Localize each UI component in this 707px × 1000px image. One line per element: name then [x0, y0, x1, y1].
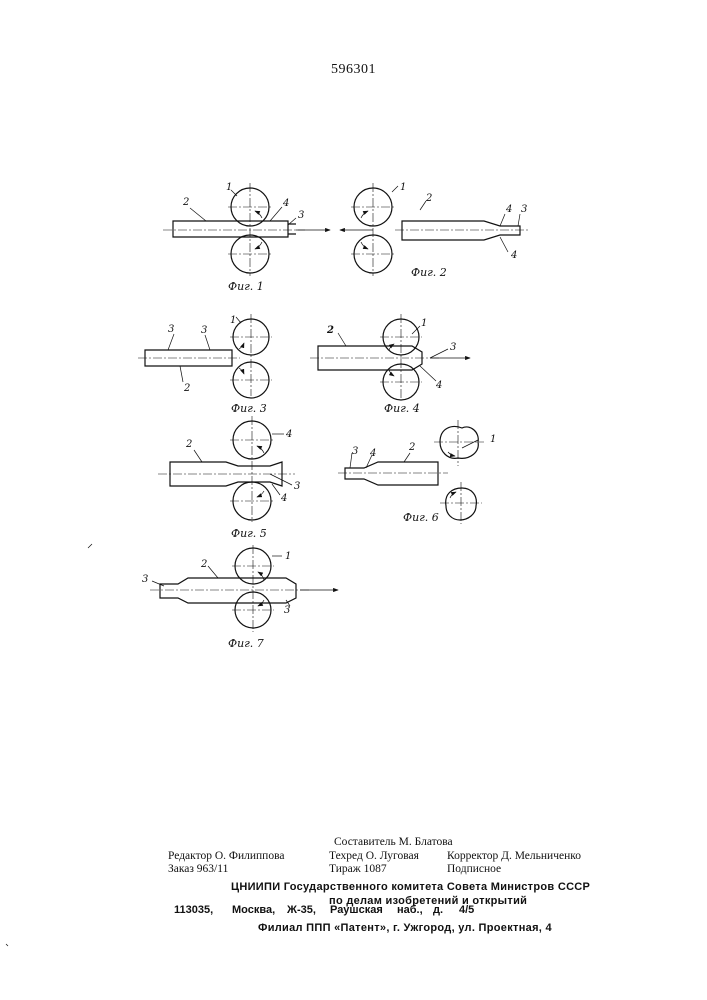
fig3-label-3a: 3 [168, 324, 174, 335]
address-embankment: наб., [397, 904, 423, 916]
corrector-line: Корректор Д. Мельниченко [447, 850, 581, 862]
fig2-label-1: 1 [400, 182, 406, 193]
fig2-caption: Фиг. 2 [411, 266, 447, 279]
organization-line-1: ЦНИИПИ Государственного комитета Совета … [231, 881, 590, 893]
fig1-label-3: 3 [298, 210, 304, 221]
fig5-label-4a: 4 [285, 429, 292, 440]
figure-4: 2 1 3 4 Фиг. 4 [310, 314, 470, 415]
fig1-caption: Фиг. 1 [228, 280, 264, 293]
fig2-label-4b: 4 [510, 250, 517, 261]
fig1-label-2: 2 [182, 197, 189, 208]
fig4-label-4: 4 [435, 380, 442, 391]
stray-mark [88, 544, 92, 548]
order-line: Заказ 963/11 [168, 863, 228, 875]
fig4-caption: Фиг. 4 [384, 402, 420, 415]
fig7-label-2: 2 [200, 559, 207, 570]
figure-5: 2 4 3 4 Фиг. 5 [158, 416, 300, 540]
address-house-prefix: д. [433, 904, 443, 916]
address-city: Москва, [232, 904, 275, 916]
fig7-label-3a: 3 [142, 574, 148, 585]
fig1-label-1: 1 [226, 182, 232, 193]
editor-line: Редактор О. Филиппова [168, 850, 284, 862]
figure-1: 1 2 4 3 Фиг. 1 [163, 182, 330, 293]
fig7-label-3b: 3 [284, 605, 290, 616]
fig7-label-1: 1 [285, 551, 291, 562]
fig6-label-2: 2 [408, 442, 415, 453]
fig6-label-4: 4 [369, 448, 376, 459]
fig4-label-2: 2 [326, 325, 334, 336]
fig3-label-2: 2 [183, 383, 190, 394]
fig3-caption: Фиг. 3 [231, 402, 267, 415]
fig2-label-3: 3 [521, 204, 527, 215]
fig2-label-4a: 4 [505, 204, 512, 215]
fig6-label-1: 1 [490, 434, 496, 445]
address-street: Раушская [330, 904, 383, 916]
stray-mark [6, 944, 8, 946]
figure-7: 3 2 1 3 Фиг. 7 [142, 545, 338, 650]
figure-3: 1 3 3 2 Фиг. 3 [138, 314, 272, 415]
fig3-label-3b: 3 [201, 325, 207, 336]
address-postcode: 113035, [174, 904, 213, 916]
fig5-label-3: 3 [294, 481, 300, 492]
figure-6: 3 4 2 1 Фиг. 6 [338, 420, 496, 524]
figure-2: 1 2 4 3 4 Фиг. 2 [340, 182, 528, 279]
fig5-label-2: 2 [185, 439, 192, 450]
address-house: 4/5 [459, 904, 474, 916]
fig6-caption: Фиг. 6 [403, 511, 439, 524]
fig6-label-3: 3 [352, 446, 358, 457]
compiler-line: Составитель М. Блатова [334, 836, 453, 848]
fig4-label-1: 1 [421, 318, 427, 329]
fig2-label-2: 2 [425, 193, 432, 204]
fig5-label-4b: 4 [280, 493, 287, 504]
techred-line: Техред О. Луговая [329, 850, 419, 862]
address-district: Ж-35, [287, 904, 316, 916]
circulation-line: Тираж 1087 [329, 863, 387, 875]
fig1-label-4: 4 [282, 198, 289, 209]
subscription-line: Подписное [447, 863, 501, 875]
branch-line: Филиал ППП «Патент», г. Ужгород, ул. Про… [258, 922, 552, 934]
fig5-caption: Фиг. 5 [231, 527, 267, 540]
fig3-label-1: 1 [230, 315, 236, 326]
fig7-caption: Фиг. 7 [228, 637, 264, 650]
fig4-label-3: 3 [450, 342, 456, 353]
